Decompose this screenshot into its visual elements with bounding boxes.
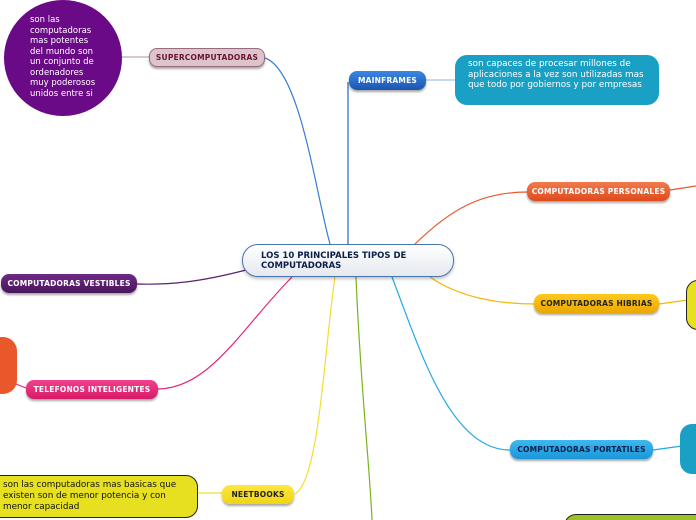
node-mainframes[interactable]: MAINFRAMES	[349, 71, 426, 90]
link-portatiles-out	[652, 445, 683, 451]
note-mainframes-text: son capaces de procesar millones de apli…	[468, 59, 644, 90]
node-supercomputadoras[interactable]: SUPERCOMPUTADORAS	[149, 48, 265, 67]
node-telefonos-inteligentes[interactable]: TELEFONOS INTELIGENTES	[26, 380, 158, 399]
link-portatiles	[391, 276, 511, 451]
node-computadoras-vestibles[interactable]: COMPUTADORAS VESTIBLES	[1, 274, 137, 293]
node-computadoras-portatiles[interactable]: COMPUTADORAS PORTATILES	[510, 440, 653, 459]
link-telefonos-out	[15, 383, 27, 389]
note-portatiles-partial	[680, 424, 696, 474]
note-supercomputadoras: son las computadoras mas potentes del mu…	[4, 0, 122, 116]
link-bottom	[355, 276, 373, 520]
link-telefonos	[157, 276, 293, 390]
note-neetbooks: son las computadoras mas basicas que exi…	[0, 475, 198, 518]
link-supercomputadoras	[264, 57, 331, 245]
link-neetbooks	[294, 276, 336, 495]
node-neetbooks[interactable]: NEETBOOKS	[222, 485, 294, 504]
note-hibrias-partial	[686, 280, 696, 330]
note-telefonos-partial	[0, 337, 17, 394]
link-hibrias-out	[658, 299, 689, 305]
note-mainframes: son capaces de procesar millones de apli…	[455, 55, 659, 105]
node-computadoras-hibrias[interactable]: COMPUTADORAS HIBRIAS	[534, 294, 659, 313]
note-supercomputadoras-text: son las computadoras mas potentes del mu…	[30, 15, 96, 99]
link-vestibles	[136, 269, 247, 285]
central-topic[interactable]: LOS 10 PRINCIPALES TIPOS DE COMPUTADORAS	[242, 244, 454, 277]
link-hibrias	[429, 276, 535, 305]
note-neetbooks-text: son las computadoras mas basicas que exi…	[3, 480, 177, 512]
link-personales-out	[669, 185, 696, 191]
link-personales	[414, 191, 529, 245]
node-computadoras-personales[interactable]: COMPUTADORAS PERSONALES	[527, 182, 670, 201]
note-bottom-partial	[564, 514, 696, 520]
